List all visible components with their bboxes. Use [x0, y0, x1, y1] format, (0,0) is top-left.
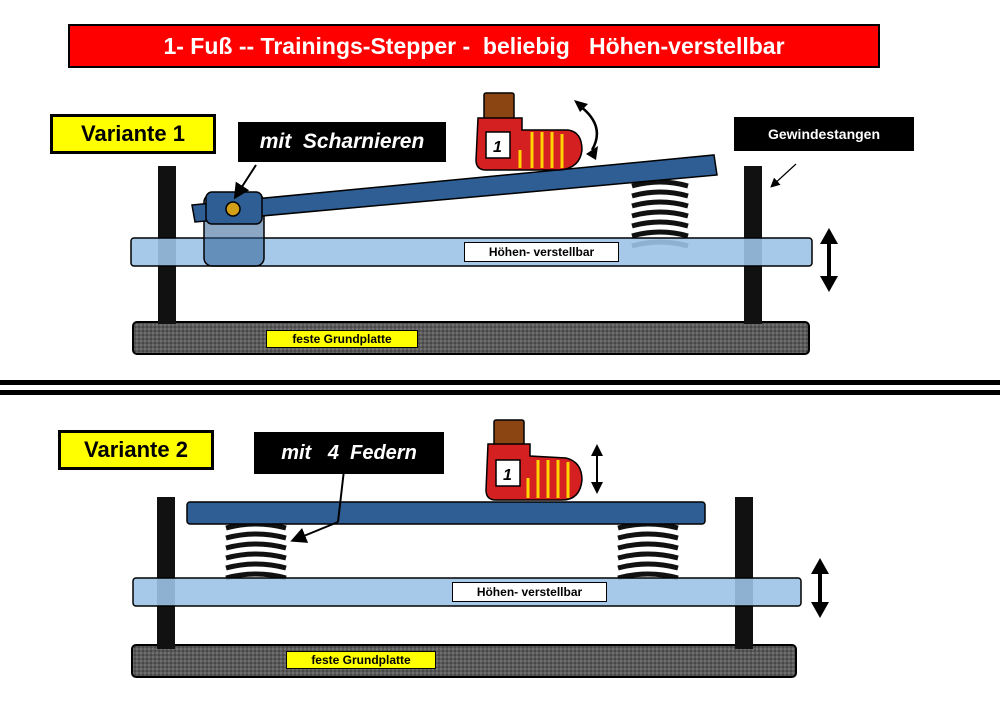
v1-adjustable-label: Höhen- verstellbar — [464, 242, 619, 262]
v2-base-plate — [131, 644, 797, 678]
v2-base-label: feste Grundplatte — [286, 651, 436, 669]
v2-threaded-rod-right — [735, 497, 753, 649]
v1-base-plate — [132, 321, 810, 355]
v2-spring-left — [225, 521, 287, 581]
v1-foot-icon — [475, 92, 583, 171]
v2-springs-label: mit 4 Federn — [254, 432, 444, 474]
v1-foot-number: 1 — [493, 139, 502, 156]
variant1-label: Variante 1 — [50, 114, 216, 154]
v1-height-arrow — [820, 228, 838, 292]
v1-hinge-pointer — [233, 164, 257, 200]
v2-springs-pointer — [337, 469, 345, 523]
v2-pedal-board — [186, 501, 706, 525]
section-separator-top — [0, 380, 1000, 385]
v1-spring — [631, 179, 689, 249]
v1-rod-pointer — [770, 163, 797, 188]
page-title: 1- Fuß -- Trainings-Stepper - beliebig H… — [68, 24, 880, 68]
v1-base-label: feste Grundplatte — [266, 330, 418, 348]
section-separator-bottom — [0, 390, 1000, 395]
v2-height-arrow — [811, 558, 829, 618]
v1-threaded-rods-label: Gewindestangen — [734, 117, 914, 151]
v1-rotation-arrow — [579, 105, 599, 151]
v2-spring-right — [617, 521, 679, 581]
v2-foot-number: 1 — [503, 467, 512, 484]
v1-hinge-pin — [225, 201, 241, 217]
variant2-label: Variante 2 — [58, 430, 214, 470]
v2-foot-arrow — [591, 444, 603, 494]
v2-foot-icon — [485, 419, 583, 501]
v1-pedal-board — [191, 154, 718, 223]
v2-threaded-rod-left — [157, 497, 175, 649]
v1-hinge-label: mit Scharnieren — [238, 122, 446, 162]
v2-adjustable-label: Höhen- verstellbar — [452, 582, 607, 602]
